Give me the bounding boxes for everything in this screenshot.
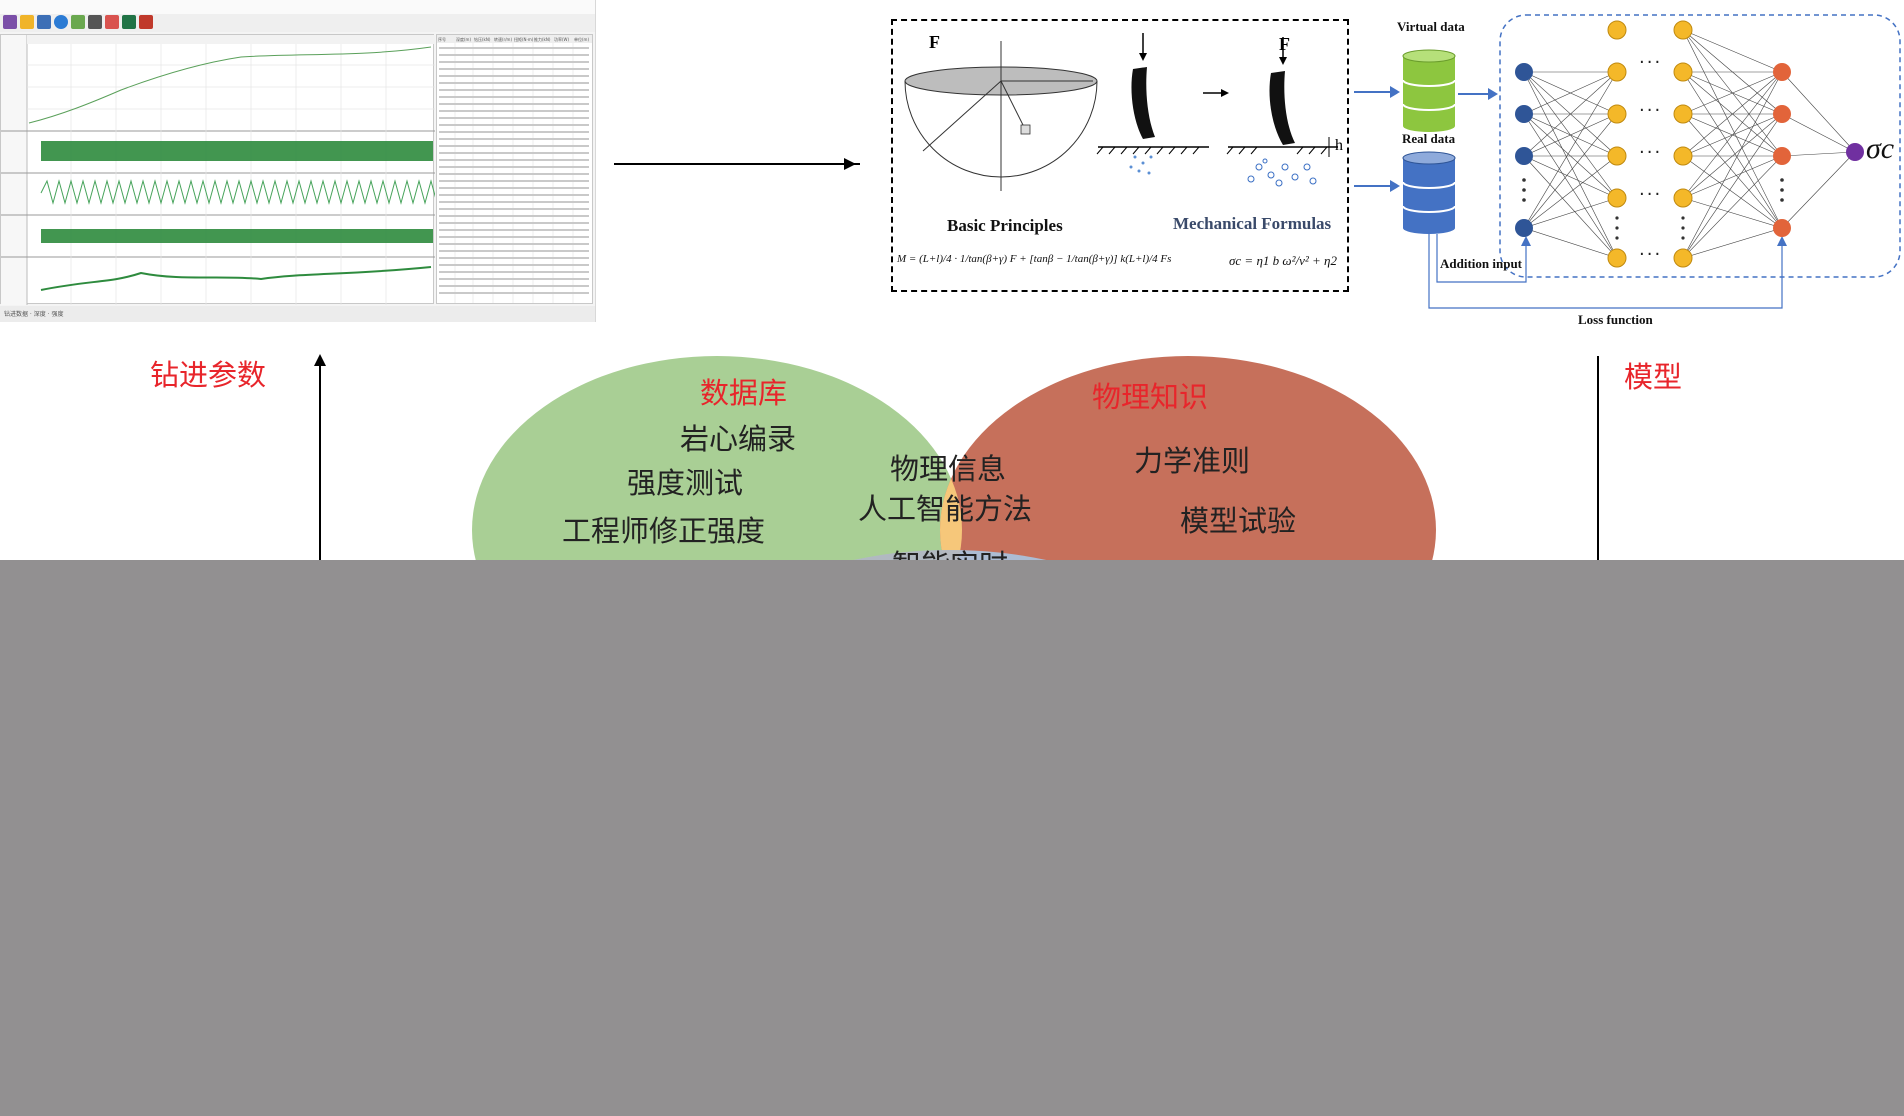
overlap-item-ai-method: 人工智能方法 [858, 492, 1033, 526]
basic-principles-caption: Basic Principles [947, 216, 1063, 235]
table-header-cell: 钻压(kN) [474, 36, 491, 42]
physics-title: 物理知识 [1092, 380, 1209, 414]
physics-item-model-test: 模型试验 [1180, 504, 1297, 538]
layer-ellipsis-2: ··· [1639, 100, 1663, 121]
force-label-1: F [929, 32, 940, 52]
drilling-data-table: 序号 深度(m)钻压(kN)转速(r/m)扭矩(N·m)推力(kN)功率(W) 单位… [436, 34, 593, 304]
software-status-bar: 钻进数据 · 深度 · 强度 [0, 306, 595, 322]
layer-ellipsis-3: ··· [1639, 142, 1663, 163]
table-header-cell: 单位(m) [574, 36, 589, 42]
physics-circle [940, 356, 1436, 562]
force-label-2: F [1279, 34, 1290, 54]
virtual-data-cylinder [1402, 49, 1456, 132]
right-vertical-line [1597, 356, 1599, 562]
table-header-cell: 推力(kN) [534, 36, 551, 42]
database-circle [472, 356, 962, 562]
app-icon[interactable] [3, 15, 17, 29]
table-header-cell: 转速(r/m) [494, 36, 512, 42]
software-menubar [0, 0, 595, 14]
database-item-strength-test: 强度测试 [627, 466, 744, 500]
info-icon[interactable] [54, 15, 68, 29]
moment-formula: M = (L+l)/4 · 1/tan(β+γ) F + [tanβ − 1/t… [897, 253, 1172, 265]
model-label: 模型 [1624, 360, 1683, 394]
virtual-data-label: Virtual data [1397, 19, 1465, 34]
addition-input-label: Addition input [1440, 256, 1523, 271]
overlap-item-physics-info: 物理信息 [890, 452, 1007, 486]
layer-ellipsis-4: ··· [1639, 184, 1663, 205]
layer-ellipsis-1: ··· [1639, 52, 1663, 73]
database-title: 数据库 [700, 376, 788, 410]
sigma-output-label: σc [1866, 132, 1895, 165]
venn-diagram [472, 356, 1436, 562]
save-icon[interactable] [37, 15, 51, 29]
import-icon[interactable] [71, 15, 85, 29]
report-icon[interactable] [88, 15, 102, 29]
database-item-engineer-correction: 工程师修正强度 [562, 514, 766, 548]
flow-arrow-right [614, 158, 860, 170]
real-data-label: Real data [1402, 131, 1456, 146]
software-screenshot: 序号 深度(m)钻压(kN)转速(r/m)扭矩(N·m)推力(kN)功率(W) 单位… [0, 0, 596, 322]
table-header-cell: 序号 [438, 36, 446, 42]
up-arrow [314, 354, 326, 562]
drilling-plot-area [0, 34, 456, 305]
depth-label: h [1335, 137, 1343, 154]
layer-ellipsis-5: ··· [1639, 244, 1663, 265]
physics-principles-box: F F h Basic Principles Mechanical Formul… [891, 19, 1349, 292]
exit-icon[interactable] [139, 15, 153, 29]
open-folder-icon[interactable] [20, 15, 34, 29]
mechanical-formulas-caption: Mechanical Formulas [1173, 214, 1332, 233]
sigma-formula: σc = η1 b ω²/v² + η2 [1229, 253, 1337, 268]
real-data-cylinder [1402, 151, 1456, 234]
database-item-core-logging: 岩心编录 [680, 422, 797, 456]
loss-function-label: Loss function [1578, 312, 1653, 327]
software-toolbar [0, 14, 595, 32]
physics-item-mechanics: 力学准则 [1134, 444, 1251, 478]
drilling-params-label: 钻进参数 [150, 358, 267, 392]
table-header-cell: 扭矩(N·m) [514, 36, 534, 42]
table-header-cell: 深度(m) [456, 36, 471, 42]
excel-icon[interactable] [122, 15, 136, 29]
masked-region [0, 560, 1904, 1116]
data-and-network-graphic [1354, 14, 1901, 309]
chart-icon[interactable] [105, 15, 119, 29]
table-header-cell: 功率(W) [554, 36, 570, 42]
